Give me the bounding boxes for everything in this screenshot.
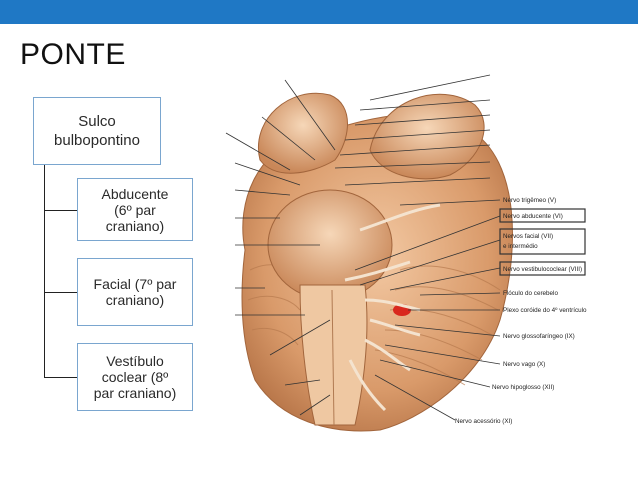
label-abducente: Nervo abducente (VI): [503, 213, 563, 220]
label-trigemeo: Nervo trigêmeo (V): [503, 197, 556, 204]
cerebellar-folia: [247, 264, 501, 386]
tree-child-facial: Facial (7º par craniano): [77, 258, 193, 326]
label-box-facial: [499, 228, 586, 255]
label-intermedio: e intermédio: [503, 243, 538, 250]
slide-title: PONTE: [20, 38, 126, 71]
tree-child-vestibulococlear: Vestíbulo coclear (8º par craniano): [77, 343, 193, 411]
temporal-lobe-left: [258, 92, 348, 174]
label-plexo-coroide: Plexo coróide do 4º ventrículo: [503, 307, 587, 314]
tree-child-label: Vestíbulo coclear (8º par craniano): [93, 353, 177, 401]
tree-root-box: Sulco bulbopontino: [33, 97, 161, 165]
tree-connector-1: [44, 210, 77, 211]
tree-connector-vertical: [44, 165, 45, 377]
label-box-vestibulococlear: [499, 261, 586, 276]
tree-connector-2: [44, 292, 77, 293]
tree-child-label: Abducente (6º par craniano): [101, 185, 169, 234]
tree-root-label: Sulco bulbopontino: [54, 113, 140, 149]
label-box-abducente: [499, 208, 586, 223]
tree-child-abducente: Abducente (6º par craniano): [77, 178, 193, 241]
tree-child-label: Facial (7º par craniano): [93, 276, 177, 308]
label-facial: Nervos facial (VII): [503, 233, 553, 240]
label-glossofaringeo: Nervo glossofaríngeo (IX): [503, 333, 575, 340]
label-floculo: Flóculo do cerebelo: [503, 290, 558, 297]
label-vago: Nervo vago (X): [503, 361, 545, 368]
brainstem-illustration: Nervo trigêmeo (V) Nervo abducente (VI) …: [225, 74, 587, 432]
label-hipoglosso: Nervo hipoglosso (XII): [492, 384, 554, 391]
cranial-nerves: [344, 203, 441, 412]
medulla-shape: [299, 284, 368, 426]
label-acessorio: Nervo acessório (XI): [455, 418, 512, 425]
header-bar: [0, 0, 638, 24]
label-vestibulococlear: Nervo vestibulococlear (VIII): [503, 266, 582, 273]
tree-connector-3: [44, 377, 77, 378]
leader-lines: [225, 74, 501, 421]
